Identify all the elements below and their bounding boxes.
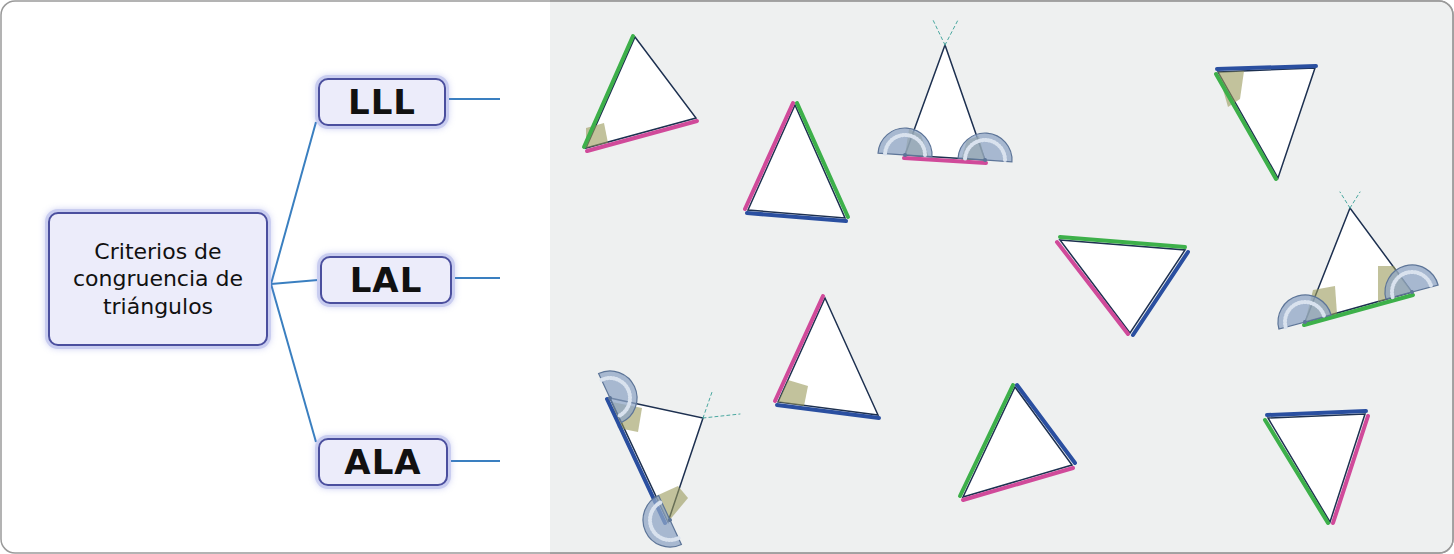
criterion-box: ALA [318,438,448,486]
criterion-box: LAL [320,256,452,304]
criterion-box: LLL [318,78,446,126]
branch-line [271,280,318,284]
criterion-label: ALA [344,442,421,482]
branch-stub [447,99,500,461]
criterion-label: LAL [350,260,423,300]
criterion-label: LLL [348,82,416,122]
branch-line [271,284,316,442]
root-box: Criterios de congruencia de triángulos [48,212,268,346]
triangles [584,20,1439,554]
branch-line [271,122,316,284]
box-title: Criterios de congruencia de triángulos [62,238,254,321]
panel [550,2,1452,553]
